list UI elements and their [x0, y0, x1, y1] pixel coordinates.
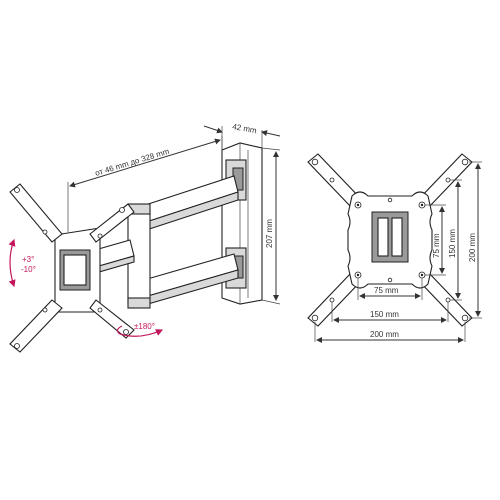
side-view: от 46 mm до 328 mm 42 mm 207 mm +3° -10°…	[8, 122, 281, 353]
tilt-head	[54, 227, 101, 313]
front-view: 75 mm 75 mm 150 mm 150 mm 20	[307, 153, 482, 343]
height-dimension: 207 mm	[261, 147, 281, 305]
vesa-200-v-label: 200 mm	[468, 233, 477, 262]
arm-reach-label: от 46 mm до 328 mm	[94, 147, 171, 178]
vesa-150-vertical: 150 mm	[448, 179, 462, 301]
depth-label: 42 mm	[232, 122, 258, 135]
vesa-150-horizontal: 150 mm	[331, 302, 449, 323]
vesa-75-vertical: 75 mm	[425, 204, 446, 276]
middle-joint	[127, 203, 151, 309]
tilt-down-label: -10°	[21, 265, 36, 274]
vesa-200-h-label: 200 mm	[370, 330, 399, 339]
vesa-75-horizontal: 75 mm	[357, 278, 423, 300]
tilt-indicator: +3° -10°	[8, 238, 36, 288]
swivel-indicator: ±180°	[116, 322, 164, 337]
swivel-label: ±180°	[134, 322, 155, 331]
vesa-150-h-label: 150 mm	[370, 310, 399, 319]
vesa-75-h-label: 75 mm	[374, 286, 399, 295]
vesa-bracket-side	[9, 183, 135, 353]
tilt-up-label: +3°	[22, 255, 34, 264]
vesa-75-v-label: 75 mm	[432, 233, 441, 258]
vesa-200-horizontal: 200 mm	[314, 322, 466, 343]
vesa-150-v-label: 150 mm	[448, 229, 457, 258]
height-label: 207 mm	[265, 219, 274, 248]
depth-dimension: 42 mm	[203, 122, 281, 150]
vesa-200-vertical: 200 mm	[468, 161, 482, 319]
center-plate	[347, 191, 433, 289]
